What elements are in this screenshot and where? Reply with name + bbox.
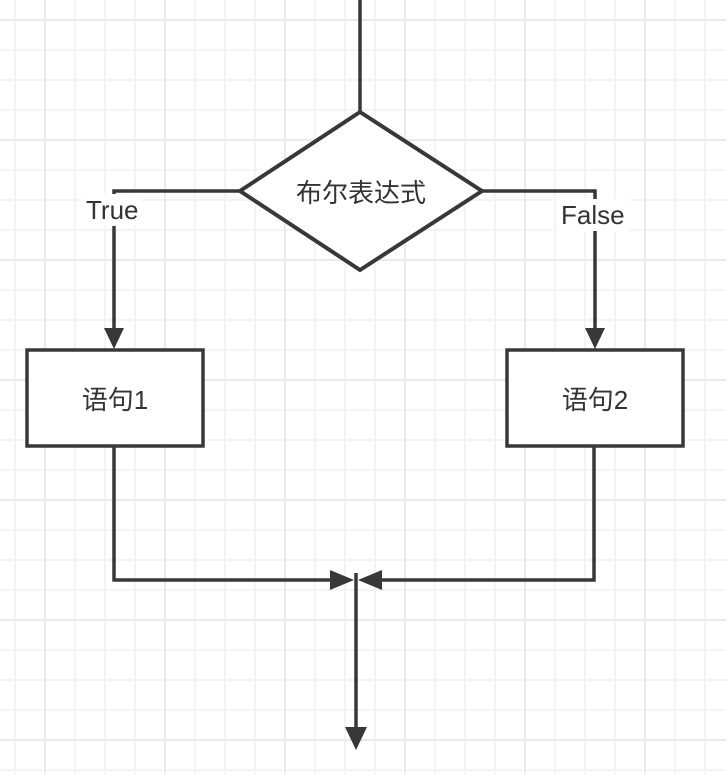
- statement2-box[interactable]: [505, 348, 685, 448]
- statement1-box[interactable]: [25, 348, 205, 448]
- decision-label[interactable]: 布尔表达式: [295, 177, 426, 208]
- arrowhead-into-statement2: [585, 328, 605, 349]
- edge-decision-false[interactable]: [482, 189, 597, 330]
- statement2-label[interactable]: 语句2: [561, 384, 629, 415]
- edge-statement2-to-merge[interactable]: [380, 446, 596, 582]
- edge-label-false[interactable]: False: [557, 199, 629, 231]
- arrowhead-merge-left: [330, 570, 354, 590]
- arrowhead-merge-right: [358, 570, 382, 590]
- arrowhead-exit: [345, 727, 367, 750]
- edge-statement1-to-merge[interactable]: [112, 446, 332, 582]
- decision-diamond[interactable]: [236, 109, 486, 273]
- arrowhead-into-statement1: [104, 328, 124, 349]
- edge-label-true[interactable]: True: [82, 194, 143, 226]
- statement1-label[interactable]: 语句1: [81, 384, 149, 415]
- edge-decision-true[interactable]: [112, 189, 240, 330]
